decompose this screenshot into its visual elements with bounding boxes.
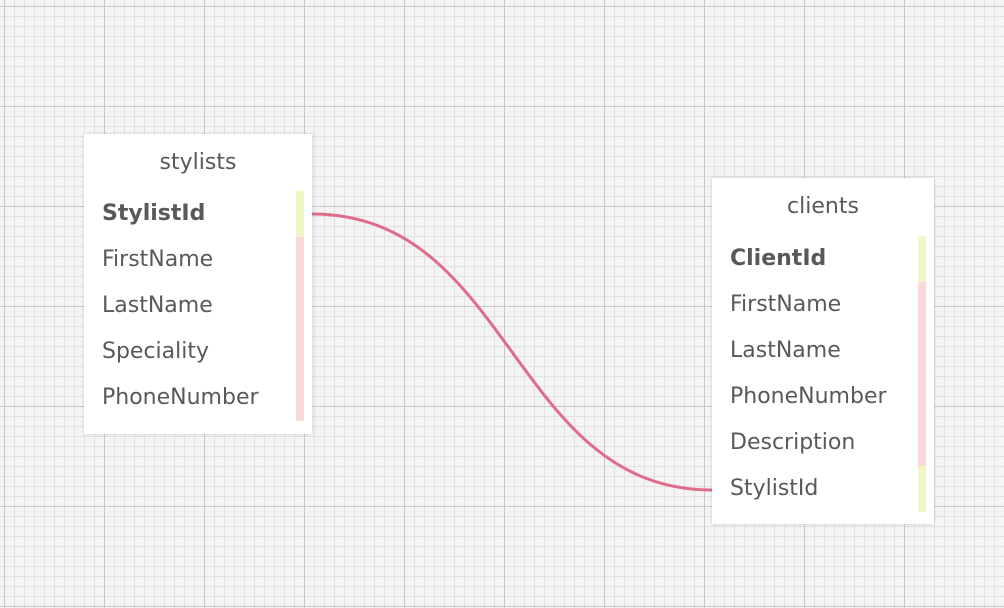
foreign-key-marker (918, 466, 926, 512)
field-stylistid[interactable]: StylistId (730, 476, 819, 501)
field-firstname[interactable]: FirstName (730, 292, 842, 317)
field-phonenumber[interactable]: PhoneNumber (730, 384, 887, 409)
relation-line-stylistid[interactable] (310, 212, 714, 492)
field-clientid[interactable]: ClientId (730, 246, 827, 271)
table-clients[interactable]: clients ClientId FirstName LastName Phon… (712, 178, 934, 524)
field-marker (918, 282, 926, 466)
field-description[interactable]: Description (730, 430, 856, 455)
primary-key-marker (918, 236, 926, 282)
table-stylists[interactable]: stylists StylistId FirstName LastName Sp… (84, 134, 312, 434)
field-speciality[interactable]: Speciality (102, 339, 210, 364)
primary-key-marker (296, 191, 304, 237)
table-title: clients (787, 194, 859, 219)
field-lastname[interactable]: LastName (730, 338, 841, 363)
field-lastname[interactable]: LastName (102, 293, 213, 318)
field-marker (296, 237, 304, 421)
field-firstname[interactable]: FirstName (102, 247, 214, 272)
table-title: stylists (159, 150, 237, 175)
field-stylistid[interactable]: StylistId (102, 201, 206, 226)
field-phonenumber[interactable]: PhoneNumber (102, 385, 259, 410)
